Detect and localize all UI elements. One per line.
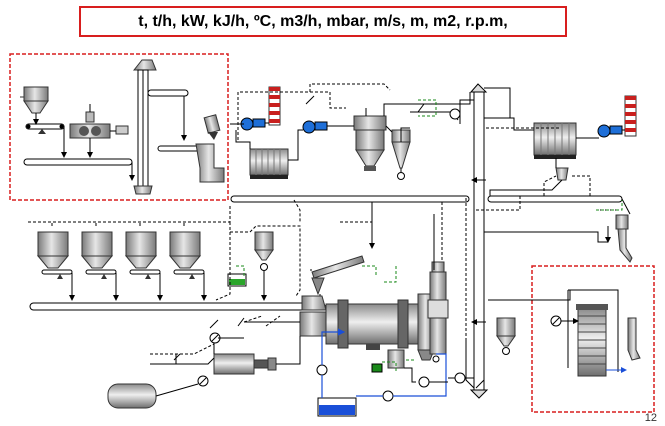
heat-exchanger-icon (576, 304, 608, 377)
transfer-conveyor (23, 158, 133, 166)
dryer-inlet-chamber-icon (299, 295, 327, 337)
fan-center-icon (302, 120, 328, 134)
heat-recovery-section-box (531, 265, 655, 413)
silo-3-icon (124, 231, 158, 269)
rotary-valve-icon (397, 172, 405, 180)
damper-marks (173, 95, 425, 361)
dryer-drive-motor-icon (371, 349, 405, 373)
control-signal-lines (28, 83, 616, 355)
top-belt-conveyor (147, 89, 189, 97)
raw-material-section-box (9, 53, 229, 201)
units-header-box: t, t/h, kW, kJ/h, ºC, m3/h, mbar, m/s, m… (79, 6, 567, 37)
chimney-left-icon (268, 86, 281, 126)
crusher-motor-icon (115, 125, 129, 135)
product-silo-icon (496, 317, 516, 347)
inclined-screw-feeder-icon (311, 255, 365, 296)
dust-discharge-hopper-icon (555, 167, 569, 181)
dosing-feeder-icon (203, 114, 221, 140)
rotary-drum-dryer-icon (325, 299, 419, 350)
additive-valve-icon (260, 263, 268, 271)
water-pump-right-icon (382, 390, 394, 402)
silo-2-icon (80, 231, 114, 269)
chimney-right-icon (624, 95, 637, 137)
water-pump-left-icon (316, 364, 328, 376)
hot-gas-duct (469, 83, 489, 399)
fan-right-icon (597, 124, 623, 138)
silo-1-icon (36, 231, 70, 269)
main-screw-conveyor (230, 195, 470, 203)
units-header-text: t, t/h, kW, kJ/h, ºC, m3/h, mbar, m/s, m… (138, 12, 508, 30)
process-filter-icon (353, 108, 387, 171)
storage-bin-icon (195, 143, 225, 183)
silo-4-icon (168, 231, 202, 269)
product-valve-icon (502, 347, 510, 355)
discharge-chute-icon (615, 214, 633, 263)
exchanger-outlet-hopper-icon (627, 317, 641, 361)
fan-left-icon (240, 117, 266, 131)
silo-weigh-belts (41, 269, 205, 279)
roller-crusher-icon (69, 104, 111, 139)
outlet-fan-icon (454, 372, 466, 384)
fuel-tank-icon (107, 383, 157, 409)
collecting-belt-conveyor (29, 302, 313, 311)
bag-filter-right-icon (533, 122, 577, 159)
outlet-pump-icon (418, 376, 430, 388)
right-screw-conveyor (487, 195, 623, 203)
additive-silo-icon (254, 231, 274, 261)
hot-gas-riser-icon (427, 261, 449, 355)
dryer-valve-icon (432, 355, 440, 363)
weigh-belt-conveyor-icon (25, 123, 65, 134)
feed-chute-conveyor (157, 145, 203, 152)
burner-icon (213, 353, 277, 375)
bag-filter-left-icon (249, 148, 289, 179)
feed-hopper-icon (20, 86, 49, 114)
hot-gas-fan-icon (449, 108, 461, 120)
page-number: 12 (644, 412, 657, 424)
water-tank-icon (317, 397, 357, 417)
green-signal-lines (236, 99, 623, 372)
bucket-elevator-icon (132, 59, 157, 195)
green-tank-icon (227, 273, 247, 287)
